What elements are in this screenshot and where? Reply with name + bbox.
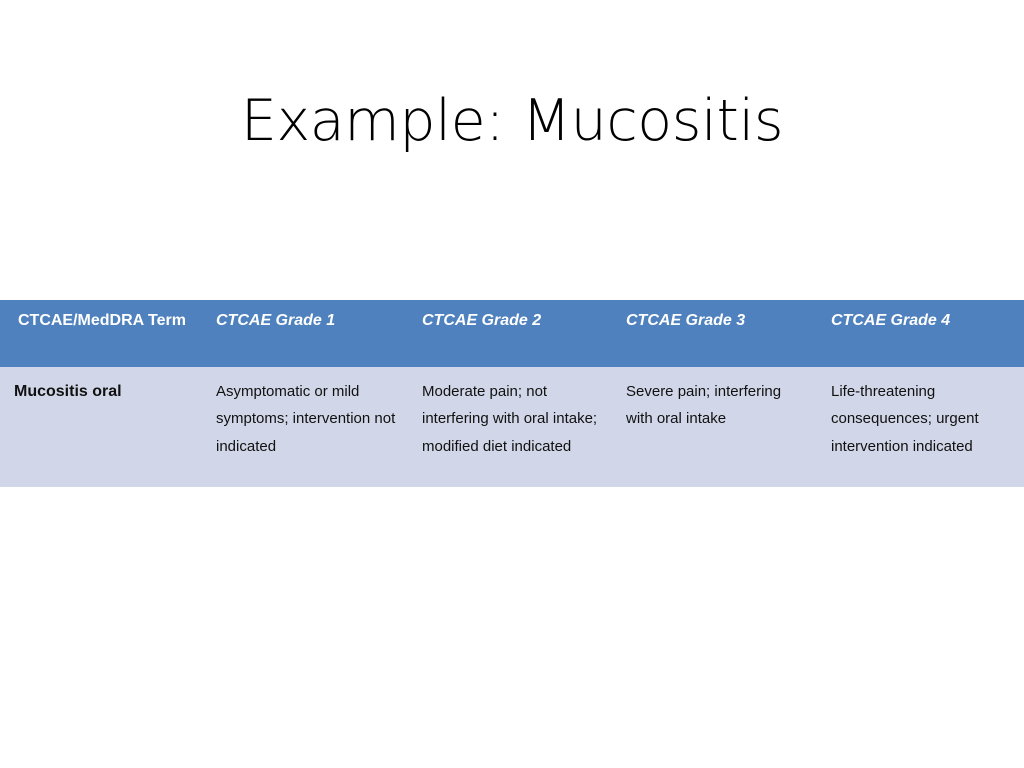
column-header-term: CTCAE/MedDRA Term	[0, 300, 204, 367]
cell-grade-3: Severe pain; interfering with oral intak…	[614, 367, 819, 487]
ctcae-grading-table: CTCAE/MedDRA Term CTCAE Grade 1 CTCAE Gr…	[0, 300, 1024, 487]
table-row: Mucositis oral Asymptomatic or mild symp…	[0, 367, 1024, 487]
cell-grade-4-text: Life-threatening consequences; urgent in…	[831, 383, 979, 455]
cell-term-text: Mucositis oral	[14, 383, 122, 400]
cell-grade-1: Asymptomatic or mild symptoms; intervent…	[204, 367, 410, 487]
column-header-grade-1-label: CTCAE Grade 1	[216, 312, 336, 329]
column-header-grade-4-label: CTCAE Grade 4	[831, 312, 951, 329]
page-title: Example: Mucositis	[240, 88, 784, 155]
column-header-term-label: CTCAE/MedDRA Term	[17, 312, 186, 329]
table-header-row: CTCAE/MedDRA Term CTCAE Grade 1 CTCAE Gr…	[0, 300, 1024, 367]
column-header-grade-2-label: CTCAE Grade 2	[422, 312, 542, 329]
column-header-grade-4: CTCAE Grade 4	[819, 300, 1024, 367]
cell-grade-2: Moderate pain; not interfering with oral…	[410, 367, 614, 487]
cell-term: Mucositis oral	[0, 367, 204, 487]
column-header-grade-1: CTCAE Grade 1	[204, 300, 410, 367]
column-header-grade-3: CTCAE Grade 3	[614, 300, 819, 367]
table-header: CTCAE/MedDRA Term CTCAE Grade 1 CTCAE Gr…	[0, 300, 1024, 367]
cell-grade-3-text: Severe pain; interfering with oral intak…	[626, 383, 782, 428]
column-header-grade-3-label: CTCAE Grade 3	[626, 312, 746, 329]
cell-grade-1-text: Asymptomatic or mild symptoms; intervent…	[216, 383, 396, 455]
cell-grade-2-text: Moderate pain; not interfering with oral…	[422, 383, 598, 455]
column-header-grade-2: CTCAE Grade 2	[410, 300, 614, 367]
cell-grade-4: Life-threatening consequences; urgent in…	[819, 367, 1024, 487]
table-body: Mucositis oral Asymptomatic or mild symp…	[0, 367, 1024, 487]
